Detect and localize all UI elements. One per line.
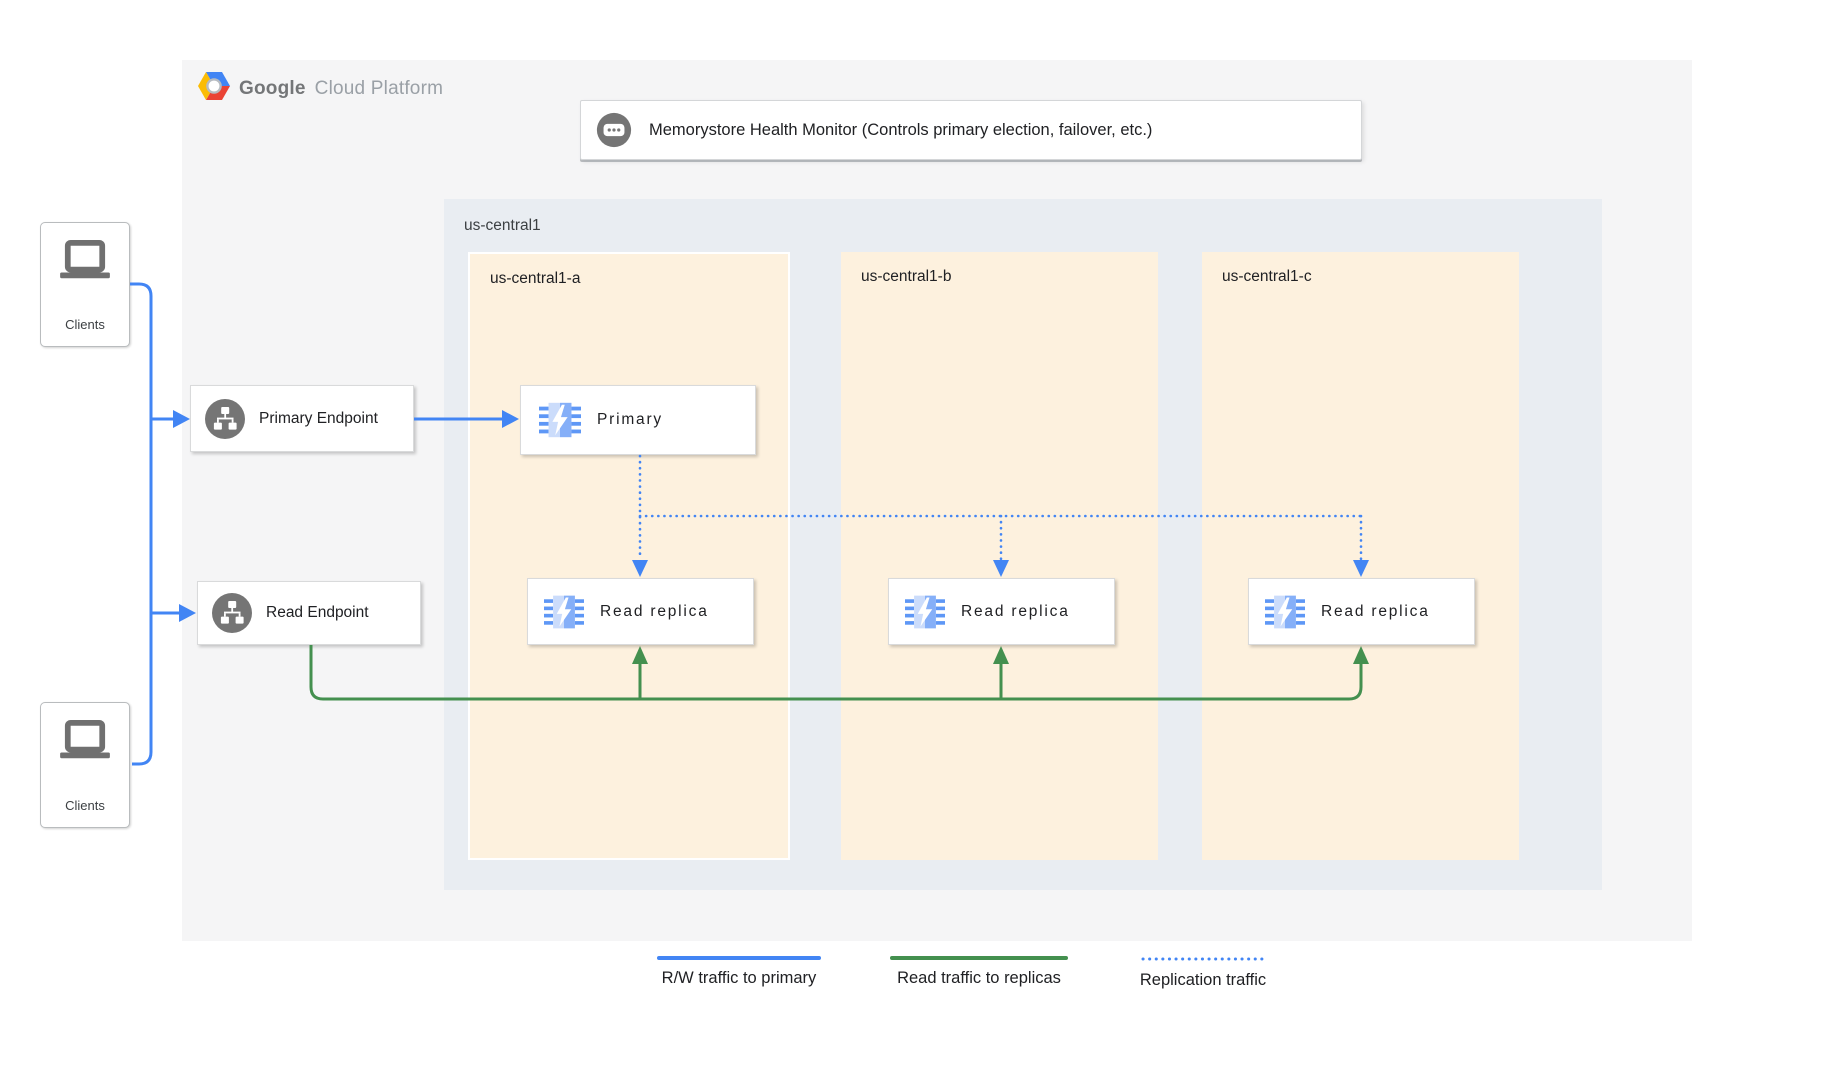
legend-rw-traffic: R/W traffic to primary: [648, 956, 830, 988]
legend-line-blue-dotted: [1140, 956, 1266, 962]
memorystore-icon: [544, 592, 584, 632]
legend-replication-traffic: Replication traffic: [1128, 956, 1278, 990]
health-monitor-label: Memorystore Health Monitor (Controls pri…: [649, 120, 1153, 139]
read-replica-node-b: Read replica: [888, 578, 1115, 645]
legend-label: R/W traffic to primary: [661, 969, 817, 987]
network-endpoint-icon: [212, 593, 252, 633]
read-replica-label: Read replica: [961, 602, 1070, 620]
legend-line-blue-solid: [657, 956, 821, 960]
clients-box-bottom: Clients: [40, 702, 130, 828]
zone-us-central1-c: us-central1-c: [1202, 252, 1519, 860]
read-endpoint-node: Read Endpoint: [197, 581, 421, 645]
brand-suffix-text: Cloud Platform: [314, 77, 444, 99]
health-monitor-icon: [595, 111, 633, 149]
legend-read-traffic: Read traffic to replicas: [884, 956, 1074, 988]
primary-node-label: Primary: [597, 411, 663, 428]
primary-endpoint-node: Primary Endpoint: [190, 385, 414, 452]
zone-us-central1-a: us-central1-a: [468, 252, 790, 860]
read-replica-node-c: Read replica: [1248, 578, 1475, 645]
clients-label: Clients: [65, 798, 105, 813]
network-endpoint-icon: [205, 398, 245, 439]
clients-label: Clients: [65, 317, 105, 332]
read-endpoint-label: Read Endpoint: [266, 604, 369, 621]
read-replica-node-a: Read replica: [527, 578, 754, 645]
brand-google-text: Google: [239, 77, 306, 99]
primary-endpoint-label: Primary Endpoint: [259, 409, 378, 427]
legend-label: Replication traffic: [1139, 971, 1267, 989]
region-label: us-central1: [464, 217, 541, 234]
clients-box-top: Clients: [40, 222, 130, 347]
health-monitor-card: Memorystore Health Monitor (Controls pri…: [580, 100, 1362, 160]
read-replica-label: Read replica: [600, 602, 709, 620]
read-replica-label: Read replica: [1321, 602, 1430, 620]
primary-node: Primary: [520, 385, 756, 455]
laptop-icon: [54, 239, 116, 288]
zone-b-label: us-central1-b: [861, 268, 952, 285]
memorystore-icon: [905, 592, 945, 632]
zone-a-label: us-central1-a: [490, 270, 581, 287]
laptop-icon: [54, 719, 116, 768]
zone-c-label: us-central1-c: [1222, 268, 1312, 285]
legend-line-green-solid: [890, 956, 1068, 960]
region-us-central1: us-central1 us-central1-a us-central1-b …: [444, 199, 1602, 890]
legend-label: Read traffic to replicas: [897, 969, 1061, 987]
gcp-brand: Google Cloud Platform: [198, 72, 443, 105]
gcp-hexagon-icon: [198, 72, 230, 105]
zone-us-central1-b: us-central1-b: [841, 252, 1158, 860]
memorystore-icon: [539, 399, 581, 441]
memorystore-icon: [1265, 592, 1305, 632]
